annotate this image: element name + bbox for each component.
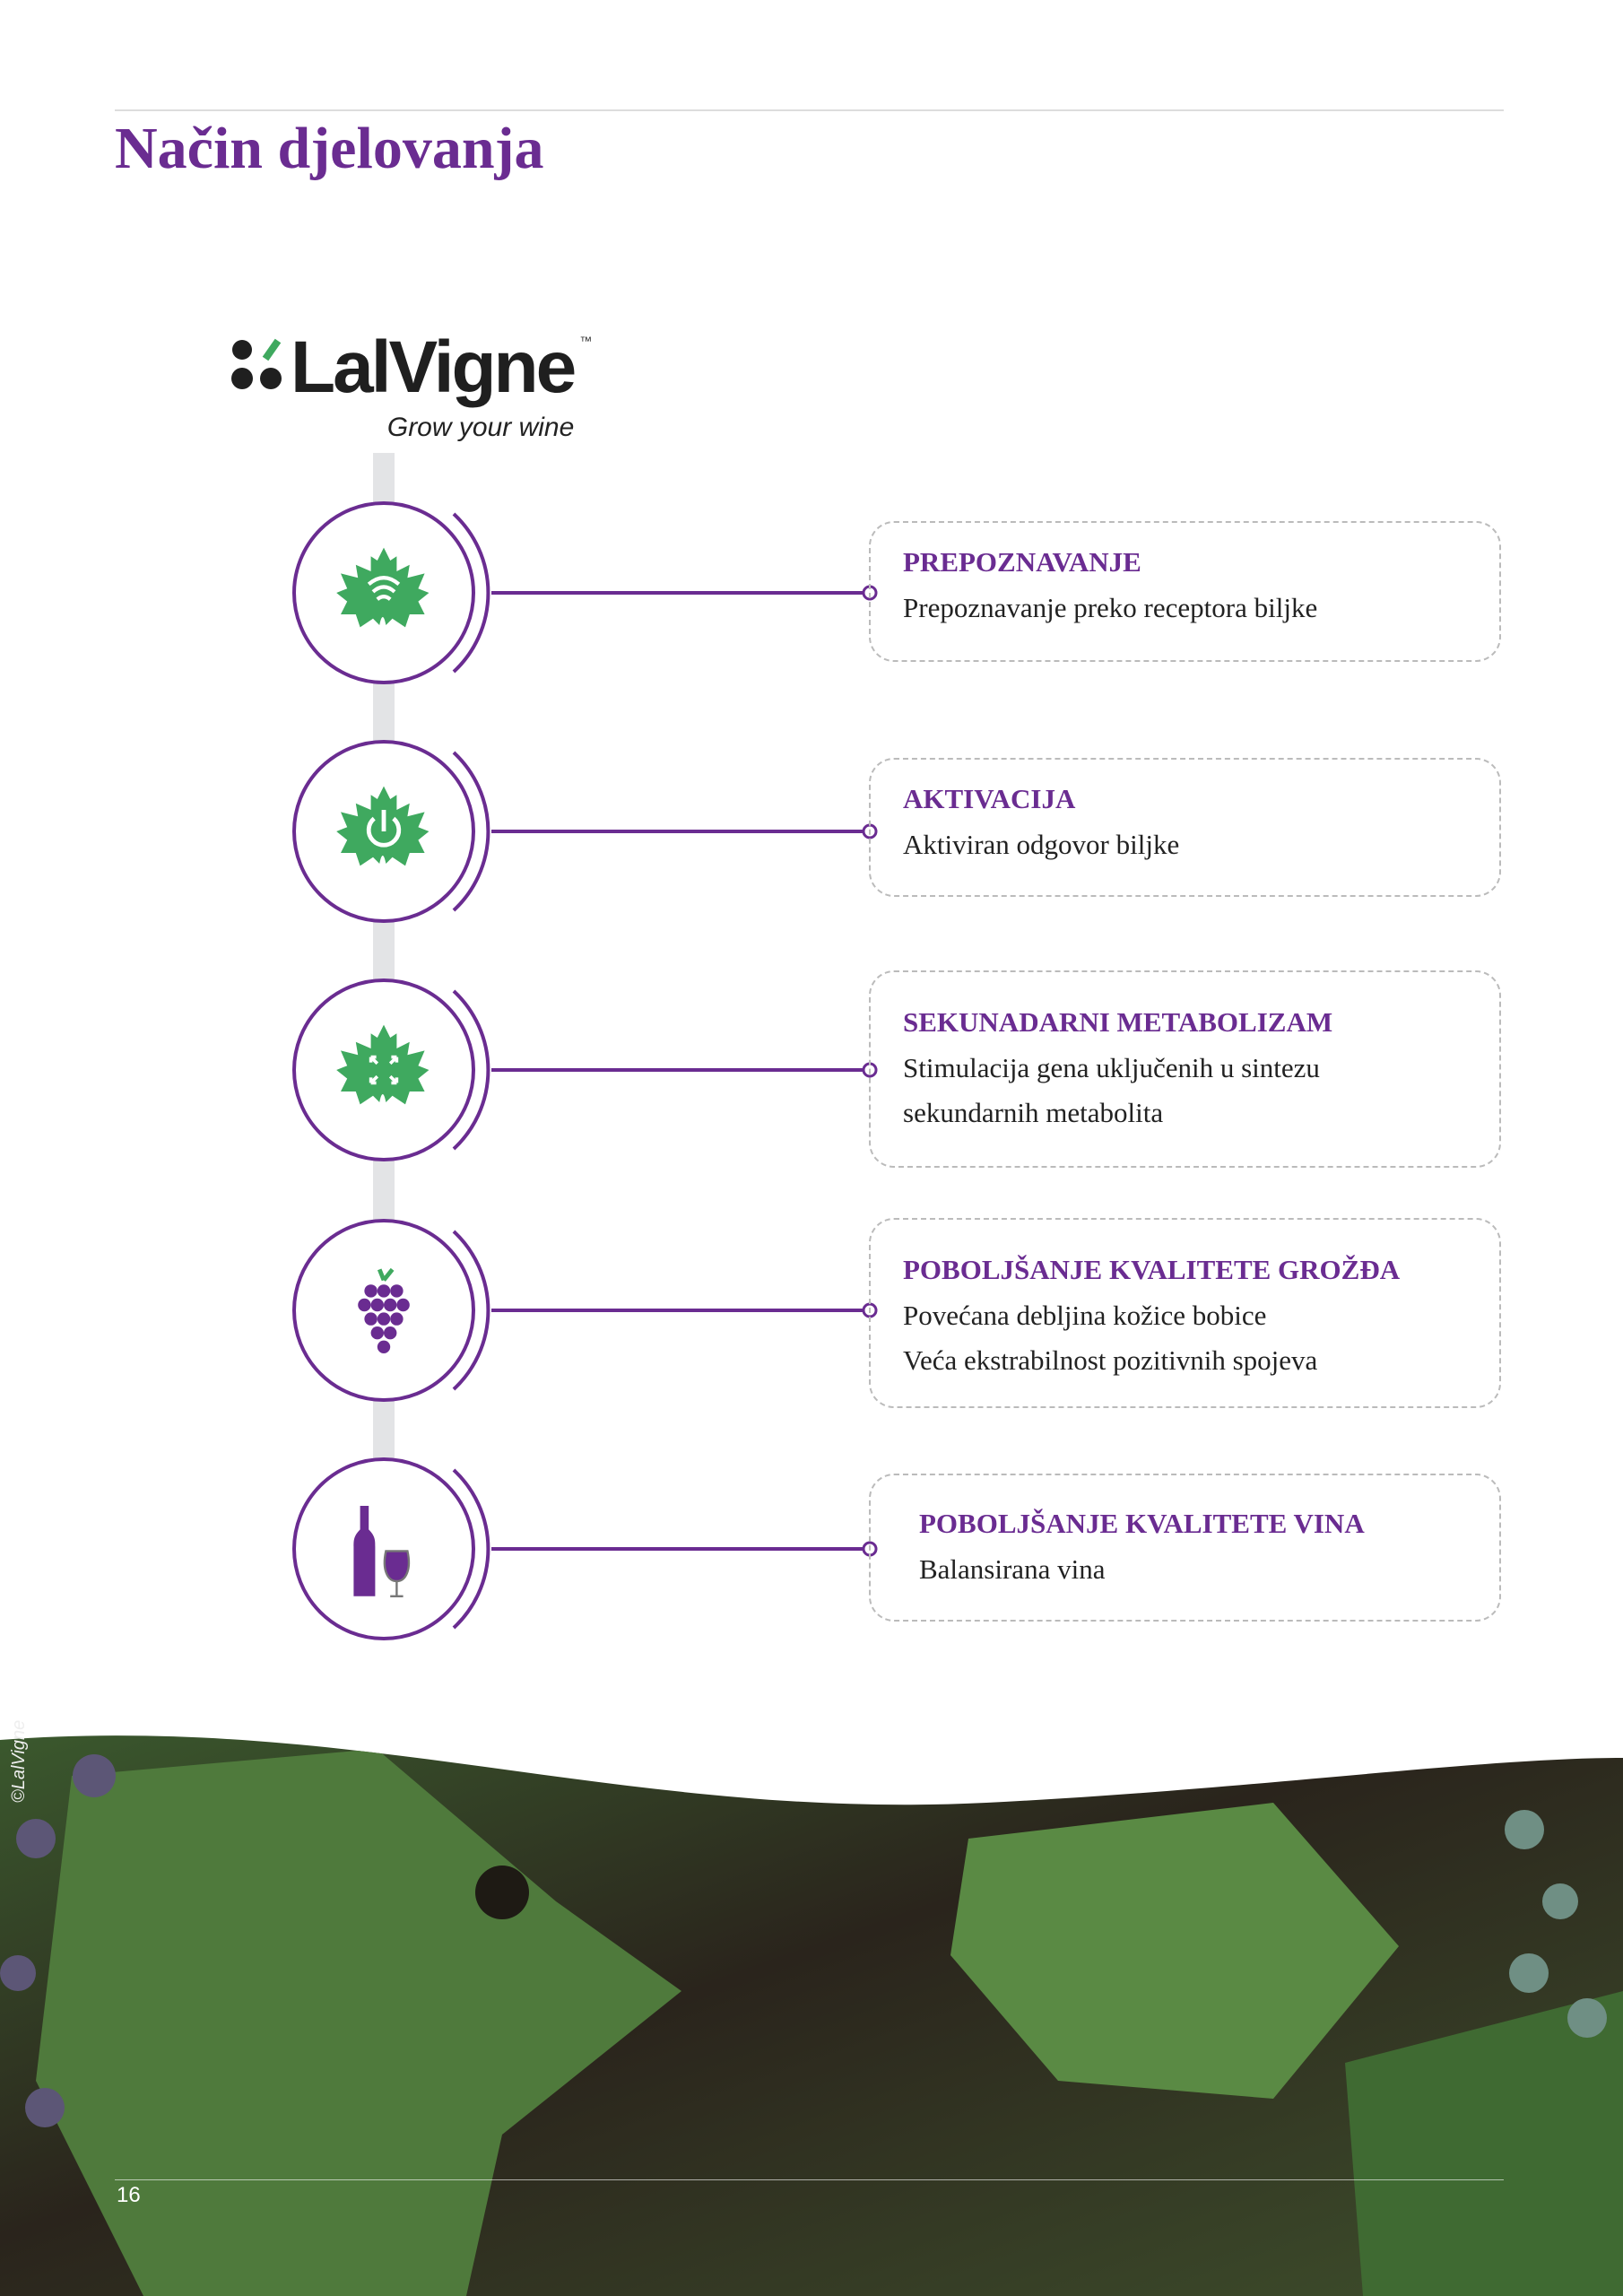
step-connector (292, 978, 878, 1161)
step-box: POBOLJŠANJE KVALITETE GROŽĐA Povećana deb… (869, 1218, 1501, 1408)
logo-dots-icon (231, 338, 282, 389)
step-text: Stimulacija gena uključenih u sintezu (903, 1052, 1320, 1083)
logo-tm: ™ (579, 334, 593, 348)
step-text: Prepoznavanje preko receptora biljke (903, 592, 1318, 623)
footer-rule (115, 2179, 1504, 2180)
wine-bottle-glass-icon (353, 1506, 411, 1598)
step-heading: POBOLJŠANJE KVALITETE GROŽĐA (903, 1254, 1401, 1285)
logo-wordmark: LalVigne (291, 326, 577, 408)
step-connector (292, 1457, 878, 1640)
step-box: POBOLJŠANJE KVALITETE VINA Balansirana vi… (869, 1474, 1501, 1622)
step-heading: AKTIVACIJA (903, 783, 1076, 814)
step-heading: PREPOZNAVANJE (903, 546, 1141, 578)
step-connector (292, 740, 878, 923)
leaf-power-icon (336, 786, 430, 866)
page-number: 16 (117, 2183, 141, 2207)
lalvigne-logo: LalVigne ™ Grow your wine (230, 325, 592, 443)
step-box: AKTIVACIJA Aktiviran odgovor biljke (869, 758, 1501, 897)
logo-tagline: Grow your wine (386, 413, 575, 442)
leaf-arrows-icon (336, 1024, 430, 1105)
step-connector (292, 1219, 878, 1402)
step-text: Aktiviran odgovor biljke (903, 829, 1180, 860)
step-text: Balansirana vina (919, 1553, 1106, 1585)
step-text: Povećana debljina kožice bobice (903, 1300, 1267, 1331)
logo-row: LalVigne ™ (230, 325, 592, 411)
photo-copyright: ©LalVigne (9, 1719, 29, 1803)
step-heading: POBOLJŠANJE KVALITETE VINA (919, 1508, 1365, 1539)
step-text: sekundarnih metabolita (903, 1097, 1164, 1128)
grapes-icon (358, 1267, 410, 1353)
header-rule (115, 109, 1504, 111)
vineyard-photo (0, 1735, 1623, 2296)
step-box: PREPOZNAVANJE Prepoznavanje preko recepto… (869, 521, 1501, 662)
step-text: Veća ekstrabilnost pozitivnih spojeva (903, 1344, 1318, 1376)
leaf-signal-icon (336, 547, 430, 628)
step-heading: SEKUNADARNI METABOLIZAM (903, 1006, 1333, 1038)
page-title: Način djelovanja (115, 116, 544, 181)
step-box: SEKUNADARNI METABOLIZAM Stimulacija gena … (869, 970, 1501, 1168)
step-connector (292, 501, 878, 684)
